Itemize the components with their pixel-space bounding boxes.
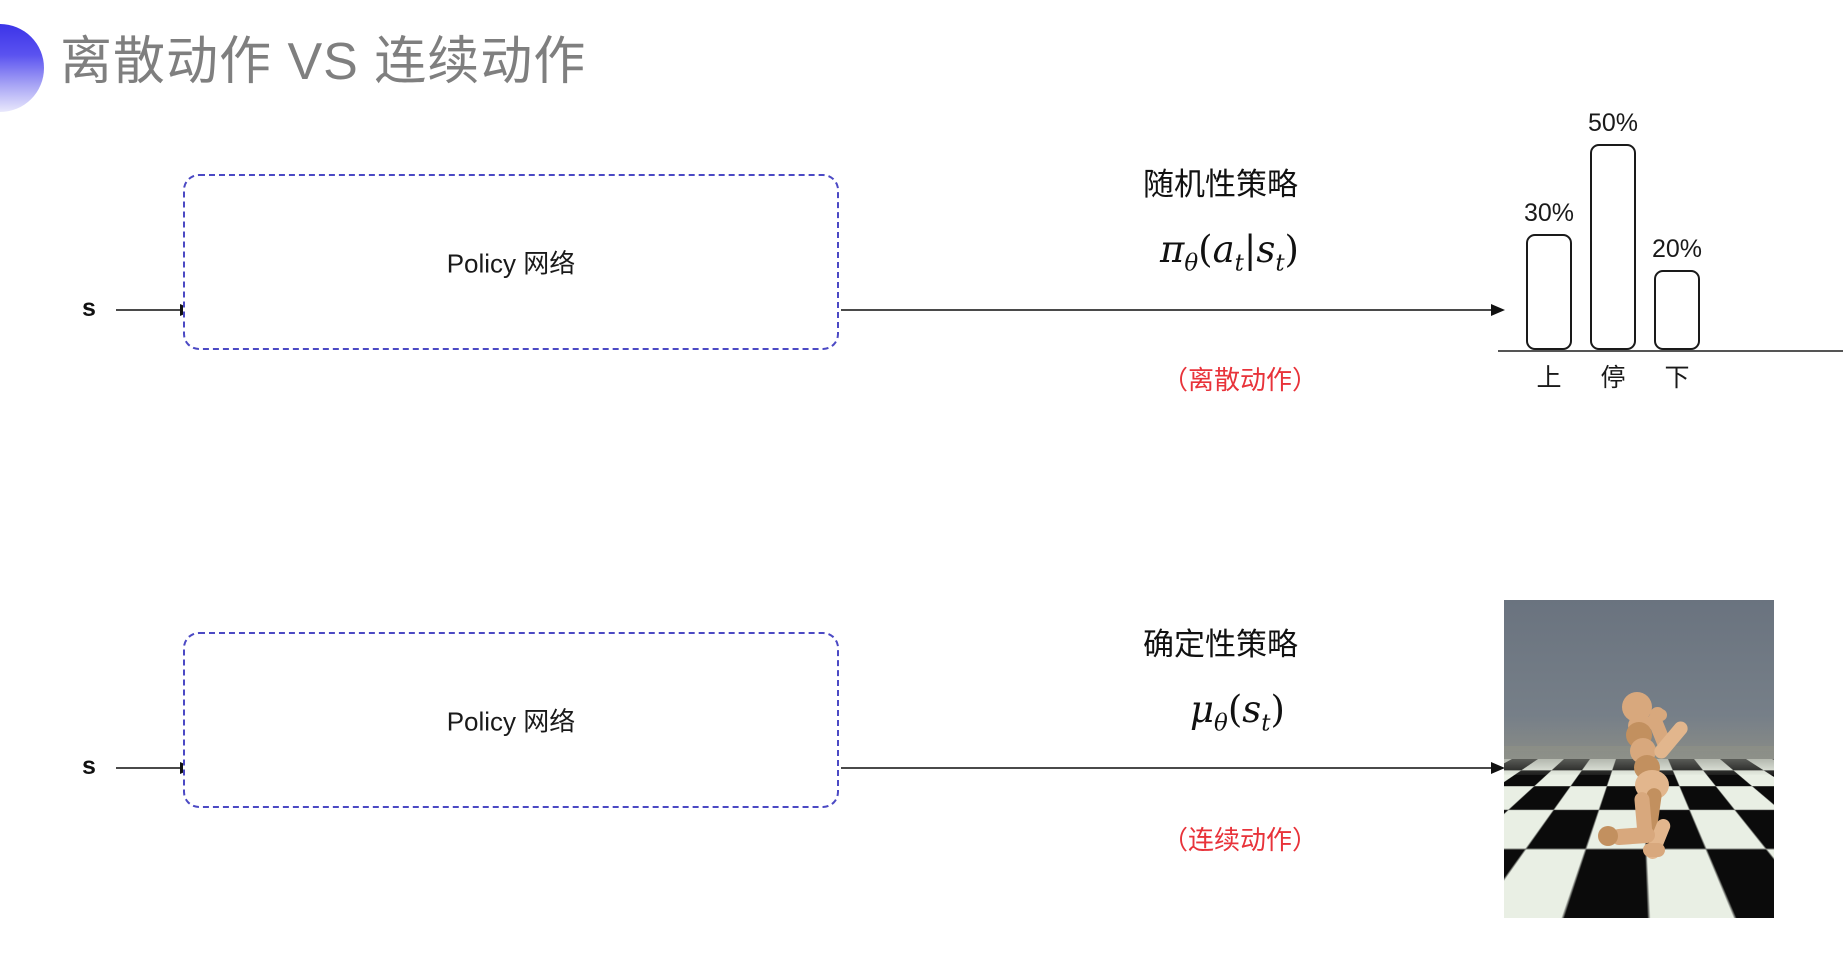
formula-s-sub: t [1275, 250, 1285, 277]
bar-category-2: 下 [1664, 364, 1690, 392]
bar-category-1: 停 [1600, 364, 1626, 392]
sim-hand-right [1655, 709, 1667, 721]
bar-rect-1 [1590, 144, 1636, 350]
discrete-action-bar-chart: 30% 50% 20% 上 停 下 [1498, 96, 1846, 396]
formula-s: s [1256, 228, 1276, 271]
formula-paren-close-2: ) [1270, 688, 1285, 731]
action-note-continuous: （连续动作） [1162, 825, 1319, 855]
bar-value-2: 20% [1651, 235, 1703, 263]
policy-network-label-continuous: Policy 网络 [446, 706, 576, 737]
formula-paren-close: ) [1284, 228, 1299, 271]
bar-category-0: 上 [1536, 364, 1562, 392]
bar-rect-2 [1654, 270, 1700, 350]
chart-axis-line [1498, 350, 1846, 352]
formula-paren-open-2: ( [1227, 688, 1243, 731]
formula-mu: μ [1190, 688, 1215, 731]
bar-value-0: 30% [1523, 199, 1575, 227]
bar-value-1: 50% [1587, 109, 1639, 137]
bar-rect-0 [1526, 234, 1572, 350]
formula-pi: π [1160, 228, 1185, 271]
policy-network-label-discrete: Policy 网络 [446, 248, 576, 279]
formula-s-2: s [1242, 688, 1262, 731]
formula-paren-open: ( [1198, 228, 1213, 271]
formula-s-sub-2: t [1261, 710, 1271, 737]
formula-bar: | [1243, 228, 1257, 271]
state-label-continuous: s [82, 752, 96, 780]
right-edge-rule [1843, 0, 1846, 966]
output-arrow-discrete [841, 304, 1507, 316]
humanoid-simulation-image [1504, 600, 1774, 918]
output-arrow-continuous [841, 762, 1507, 774]
formula-theta-sub: θ [1184, 250, 1199, 277]
policy-type-title-continuous: 确定性策略 [1143, 627, 1298, 662]
policy-formula-continuous: μθ(st) [1190, 688, 1285, 736]
title-bullet-icon [0, 24, 44, 112]
policy-network-box-continuous[interactable]: Policy 网络 [183, 632, 839, 808]
policy-network-box-discrete[interactable]: Policy 网络 [183, 174, 839, 350]
action-note-discrete: （离散动作） [1162, 365, 1319, 395]
page-title: 离散动作 VS 连续动作 [60, 33, 587, 91]
policy-formula-discrete: πθ(at|st) [1160, 228, 1299, 276]
sim-knee-left [1598, 826, 1618, 846]
formula-theta-sub-2: θ [1214, 710, 1228, 737]
formula-a: a [1212, 228, 1235, 271]
formula-a-sub: t [1234, 250, 1244, 277]
state-label-discrete: s [82, 294, 96, 322]
sim-foot-right [1643, 843, 1665, 857]
policy-type-title-discrete: 随机性策略 [1143, 167, 1298, 202]
